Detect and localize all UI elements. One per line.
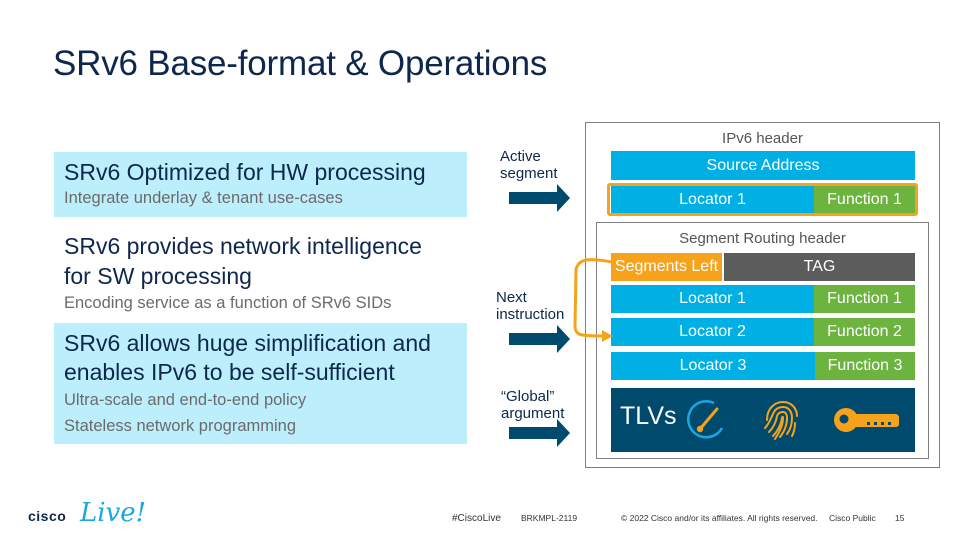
srh-frame bbox=[596, 222, 929, 459]
arrow-right-icon bbox=[509, 419, 570, 447]
segment-2-function: Function 2 bbox=[814, 318, 915, 346]
point-hw-processing: SRv6 Optimized for HW processing Integra… bbox=[54, 152, 467, 217]
label-next-instruction: Next instruction bbox=[496, 289, 564, 323]
next-segment-pointer-arrow bbox=[573, 258, 613, 342]
field-label: Locator 1 bbox=[679, 190, 746, 208]
label-line: “Global” bbox=[501, 388, 555, 405]
point-subtext: Integrate underlay & tenant use-cases bbox=[64, 189, 343, 207]
point-subtext: Ultra-scale and end-to-end policy bbox=[64, 391, 307, 409]
label-line: Active bbox=[500, 148, 541, 165]
label-line: Next bbox=[496, 289, 527, 306]
tag-field: TAG bbox=[724, 253, 915, 281]
cisco-wordmark: cisco bbox=[28, 508, 67, 524]
destination-function-field: Function 1 bbox=[814, 186, 915, 213]
field-label: Segments Left bbox=[614, 258, 719, 275]
fingerprint-icon bbox=[764, 400, 798, 440]
label-global-argument: “Global” argument bbox=[501, 388, 564, 422]
point-heading: for SW processing bbox=[64, 263, 252, 289]
point-heading: SRv6 allows huge simplification and bbox=[64, 330, 431, 356]
point-heading: SRv6 Optimized for HW processing bbox=[64, 159, 426, 185]
label-active-segment: Active segment bbox=[500, 148, 558, 182]
ipv6-header-caption: IPv6 header bbox=[722, 130, 803, 147]
segments-left-field: Segments Left bbox=[611, 253, 722, 281]
speedometer-icon bbox=[687, 400, 724, 439]
field-label: Function 1 bbox=[827, 190, 902, 208]
field-label: Locator 3 bbox=[679, 357, 747, 374]
point-subtext: Stateless network programming bbox=[64, 417, 297, 435]
live-script-wordmark: Live! bbox=[80, 498, 147, 528]
point-heading: enables IPv6 to be self-sufficient bbox=[64, 359, 395, 385]
source-address-field: Source Address bbox=[611, 151, 915, 180]
segment-1-function: Function 1 bbox=[814, 285, 915, 313]
field-label: Locator 2 bbox=[679, 323, 746, 340]
footer-copyright: © 2022 Cisco and/or its affiliates. All … bbox=[621, 513, 818, 523]
page-number: 15 bbox=[895, 513, 905, 523]
label-line: segment bbox=[500, 165, 558, 182]
destination-locator-field: Locator 1 bbox=[611, 186, 814, 213]
tlvs-field: TLVs bbox=[611, 388, 915, 452]
field-label: Function 1 bbox=[827, 290, 902, 307]
field-label: TAG bbox=[803, 258, 836, 275]
slide-title: SRv6 Base-format & Operations bbox=[53, 44, 548, 83]
field-label: Source Address bbox=[706, 156, 820, 174]
srh-caption: Segment Routing header bbox=[679, 230, 846, 247]
footer-classification: Cisco Public bbox=[829, 513, 876, 523]
point-subtext: Encoding service as a function of SRv6 S… bbox=[64, 294, 392, 312]
segment-3-locator: Locator 3 bbox=[611, 352, 815, 380]
segment-2-locator: Locator 2 bbox=[611, 318, 814, 346]
field-label: Locator 1 bbox=[679, 290, 746, 307]
footer-session-id: BRKMPL-2119 bbox=[521, 513, 578, 523]
active-segment-highlight bbox=[607, 183, 918, 216]
arrow-right-icon bbox=[509, 325, 570, 353]
packet-outer-frame bbox=[585, 122, 940, 468]
point-sw-processing: SRv6 provides network intelligence for S… bbox=[54, 229, 467, 319]
key-icon bbox=[834, 408, 899, 432]
point-simplification: SRv6 allows huge simplification and enab… bbox=[54, 323, 467, 444]
point-heading: SRv6 provides network intelligence bbox=[64, 233, 422, 259]
field-label: Function 3 bbox=[827, 357, 903, 374]
label-line: argument bbox=[501, 405, 565, 422]
segment-1-locator: Locator 1 bbox=[611, 285, 814, 313]
arrow-right-icon bbox=[509, 184, 570, 212]
label-line: instruction bbox=[496, 306, 565, 323]
segment-3-function: Function 3 bbox=[815, 352, 915, 380]
field-label: Function 2 bbox=[827, 323, 902, 340]
footer-hashtag: #CiscoLive bbox=[452, 513, 501, 524]
tlvs-label: TLVs bbox=[620, 402, 677, 430]
